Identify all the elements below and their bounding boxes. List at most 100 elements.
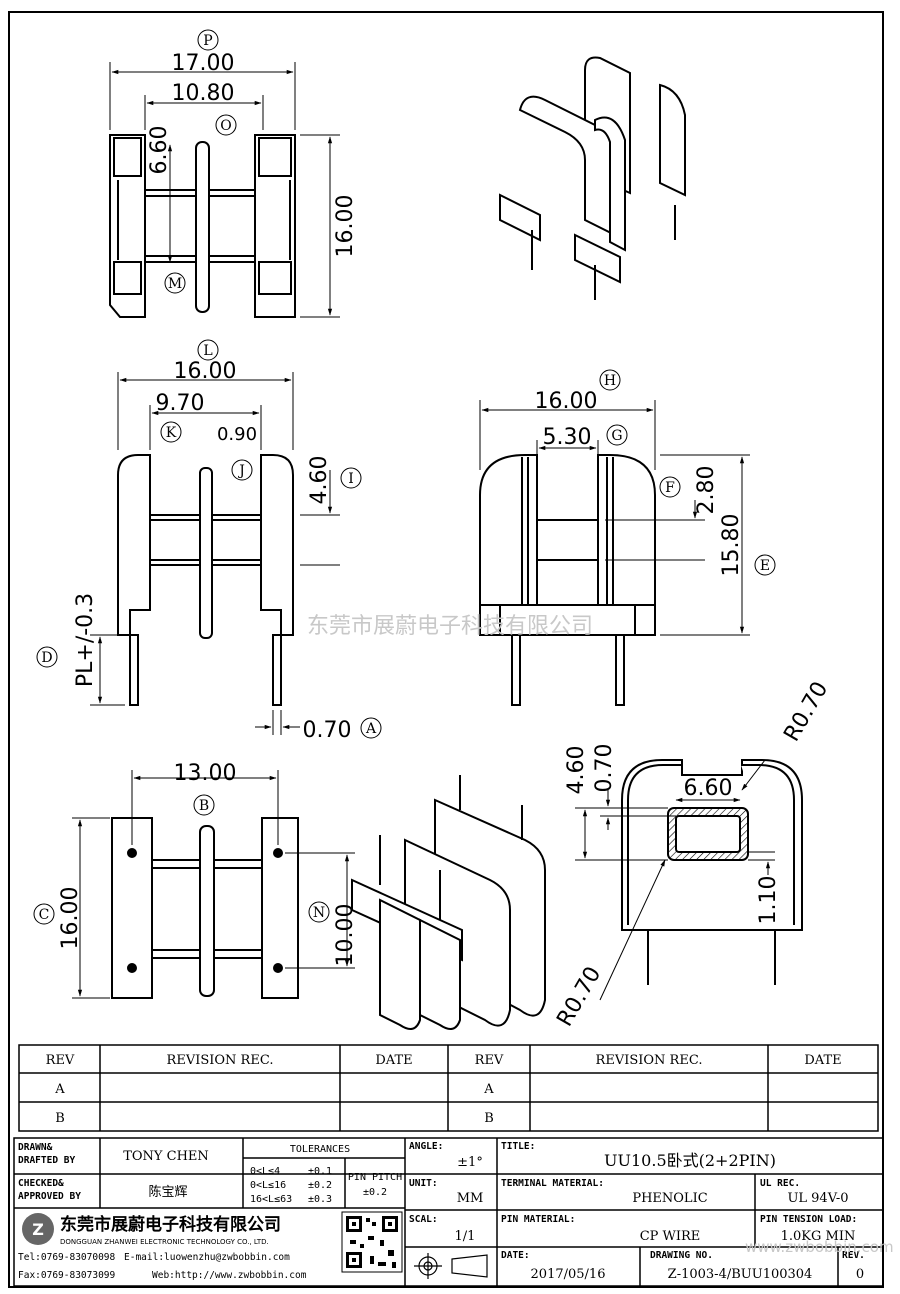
label-D: D xyxy=(41,650,52,666)
label-F: F xyxy=(665,480,675,496)
ul-rec-value: UL 94V-0 xyxy=(787,1191,848,1206)
dim-front-460: 4.60 xyxy=(307,456,332,505)
dim-side-280: 2.80 xyxy=(694,466,719,515)
label-H: H xyxy=(604,373,616,389)
dim-sec-070: 0.70 xyxy=(592,744,617,793)
bottom-view-dims xyxy=(33,770,355,999)
rev-row-b-right: B xyxy=(484,1111,494,1126)
company-email: E-mail:luowenzhu@zwbobbin.com xyxy=(124,1252,290,1263)
label-B: B xyxy=(199,798,209,814)
label-A: A xyxy=(365,721,377,737)
label-K: K xyxy=(166,425,177,441)
company-web: Web:http://www.zwbobbin.com xyxy=(152,1270,307,1281)
drawn-value: TONY CHEN xyxy=(123,1149,209,1164)
side-view-dims xyxy=(479,369,776,636)
rev-value: 0 xyxy=(856,1267,864,1282)
svg-text:Z: Z xyxy=(32,1220,44,1239)
pin-pitch-label: PIN PITCH xyxy=(348,1172,402,1183)
pin-tension-value: 1.0KG MIN xyxy=(781,1229,856,1244)
section-view xyxy=(621,759,803,985)
drawing-no-value: Z-1003-4/BUU100304 xyxy=(668,1267,813,1282)
label-L: L xyxy=(203,343,212,359)
iso-view-top xyxy=(499,56,686,300)
company-fax: Fax:0769-83073099 xyxy=(18,1270,116,1281)
revision-table xyxy=(18,1044,879,1132)
iso-view-bottom xyxy=(351,775,546,1030)
rev-row-a-left: A xyxy=(54,1082,65,1097)
label-M: M xyxy=(168,276,182,292)
qr-code xyxy=(341,1211,403,1273)
top-view xyxy=(109,134,296,318)
label-J: J xyxy=(237,463,245,479)
checked-value: 陈宝辉 xyxy=(148,1184,187,1200)
watermark-url: www.zwbobbin.com xyxy=(745,1238,894,1256)
label-N: N xyxy=(313,905,325,921)
dim-front-090: 0.90 xyxy=(217,424,257,445)
dim-sec-r070-bottom: R0.70 xyxy=(552,963,606,1031)
bottom-view xyxy=(111,817,299,999)
tol-value-3: ±0.3 xyxy=(308,1194,332,1205)
terminal-material-label: TERMINAL MATERIAL: xyxy=(501,1178,604,1189)
dim-front-inner: 9.70 xyxy=(156,391,205,416)
rev-header-1: REV xyxy=(46,1053,75,1068)
unit-label: UNIT: xyxy=(409,1178,438,1189)
tolerances-label: TOLERANCES xyxy=(290,1144,350,1155)
section-view-dims xyxy=(575,759,775,1001)
label-I: I xyxy=(348,471,354,487)
dim-sec-660: 6.60 xyxy=(684,776,733,801)
dim-top-width: 17.00 xyxy=(172,51,235,76)
angle-value: ±1° xyxy=(457,1155,483,1170)
pin-material-value: CP WIRE xyxy=(640,1229,701,1244)
front-view-dims xyxy=(36,339,382,739)
dim-sec-460: 4.60 xyxy=(564,746,589,795)
rev-label: REV. xyxy=(842,1250,865,1261)
scale-label: SCAL: xyxy=(409,1214,438,1225)
dim-sec-110: 1.10 xyxy=(756,876,781,925)
projection-symbol xyxy=(414,1253,488,1279)
tol-value-1: ±0.1 xyxy=(308,1166,332,1177)
dim-front-pin: 0.70 xyxy=(303,718,352,743)
date-value: 2017/05/16 xyxy=(531,1267,606,1282)
rev-row-a-right: A xyxy=(483,1082,494,1097)
angle-label: ANGLE: xyxy=(409,1141,443,1152)
dim-top-6-60: 6.60 xyxy=(147,126,172,175)
rev-header-2: REV xyxy=(475,1053,504,1068)
dim-front-pl: PL+/-0.3 xyxy=(73,593,98,687)
date-header-2: DATE xyxy=(804,1053,841,1068)
scale-value: 1/1 xyxy=(455,1229,476,1244)
checked-label-2: APPROVED BY xyxy=(18,1191,81,1202)
label-G: G xyxy=(611,428,622,444)
label-C: C xyxy=(39,907,50,923)
dim-bottom-height: 16.00 xyxy=(58,887,83,950)
dim-side-1580: 15.80 xyxy=(719,514,744,577)
title-block xyxy=(13,1137,884,1287)
drawn-label-2: DRAFTED BY xyxy=(18,1155,75,1166)
company-logo: Z xyxy=(22,1213,54,1245)
tol-value-2: ±0.2 xyxy=(308,1180,332,1191)
ul-rec-label: UL REC. xyxy=(760,1178,800,1189)
revision-rec-header-2: REVISION REC. xyxy=(596,1053,703,1068)
date-label: DATE: xyxy=(501,1250,530,1261)
side-view xyxy=(479,454,656,706)
pin-pitch-value: ±0.2 xyxy=(363,1187,387,1198)
dim-bottom-width: 13.00 xyxy=(174,761,237,786)
dim-front-width: 16.00 xyxy=(174,359,237,384)
unit-value: MM xyxy=(457,1191,484,1206)
revision-rec-header-1: REVISION REC. xyxy=(167,1053,274,1068)
pin-material-label: PIN MATERIAL: xyxy=(501,1214,575,1225)
front-view xyxy=(117,454,294,706)
rev-row-b-left: B xyxy=(55,1111,65,1126)
watermark-text: 东莞市展蔚电子科技有限公司 xyxy=(307,614,593,639)
dim-bottom-pitch: 10.00 xyxy=(333,904,358,967)
date-header-1: DATE xyxy=(375,1053,412,1068)
top-view-dims xyxy=(109,29,340,318)
dim-sec-r070-top: R0.70 xyxy=(779,678,833,746)
dim-side-530: 5.30 xyxy=(543,425,592,450)
tol-range-1: 0<L≤4 xyxy=(250,1166,280,1177)
company-name-cn: 东莞市展蔚电子科技有限公司 xyxy=(60,1214,281,1235)
label-E: E xyxy=(760,558,770,574)
checked-label-1: CHECKED& xyxy=(18,1178,64,1189)
title-label: TITLE: xyxy=(501,1141,535,1152)
dim-side-width: 16.00 xyxy=(535,389,598,414)
